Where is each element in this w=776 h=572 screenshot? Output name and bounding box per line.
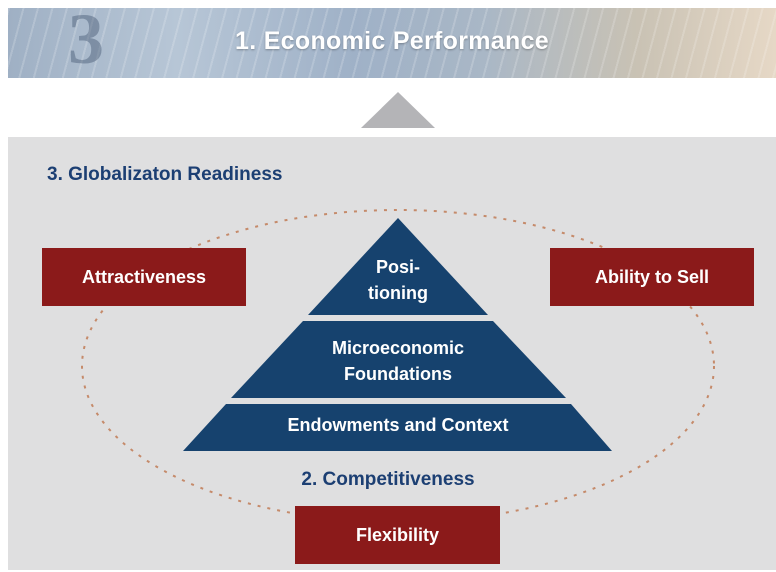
flexibility-box: Flexibility	[295, 506, 500, 564]
up-arrow-icon	[361, 92, 435, 128]
competitiveness-heading: 2. Competitiveness	[301, 469, 475, 490]
endowments-and-context-label: Endowments and Context	[287, 415, 509, 435]
pyramid-top-tier	[308, 218, 488, 315]
ability-to-sell-box: Ability to Sell	[550, 248, 754, 306]
banner-decoration: 3	[68, 8, 104, 78]
positioning-label-line1: Posi-	[375, 257, 420, 277]
microeconomic-label-line2: Foundations	[344, 364, 452, 384]
microeconomic-foundations-label: Microeconomic Foundations	[298, 335, 498, 387]
pyramid-bottom-tier	[183, 404, 612, 451]
pyramid-middle-tier	[231, 321, 566, 398]
globalization-readiness-heading: 3. Globalizaton Readiness	[47, 164, 283, 185]
economic-performance-banner: 3 1. Economic Performance	[8, 8, 776, 78]
positioning-label: Posi- tioning	[338, 254, 458, 306]
economic-performance-title: 1. Economic Performance	[235, 27, 549, 55]
attractiveness-box: Attractiveness	[42, 248, 246, 306]
microeconomic-label-line1: Microeconomic	[331, 338, 465, 358]
positioning-label-line2: tioning	[368, 283, 428, 303]
